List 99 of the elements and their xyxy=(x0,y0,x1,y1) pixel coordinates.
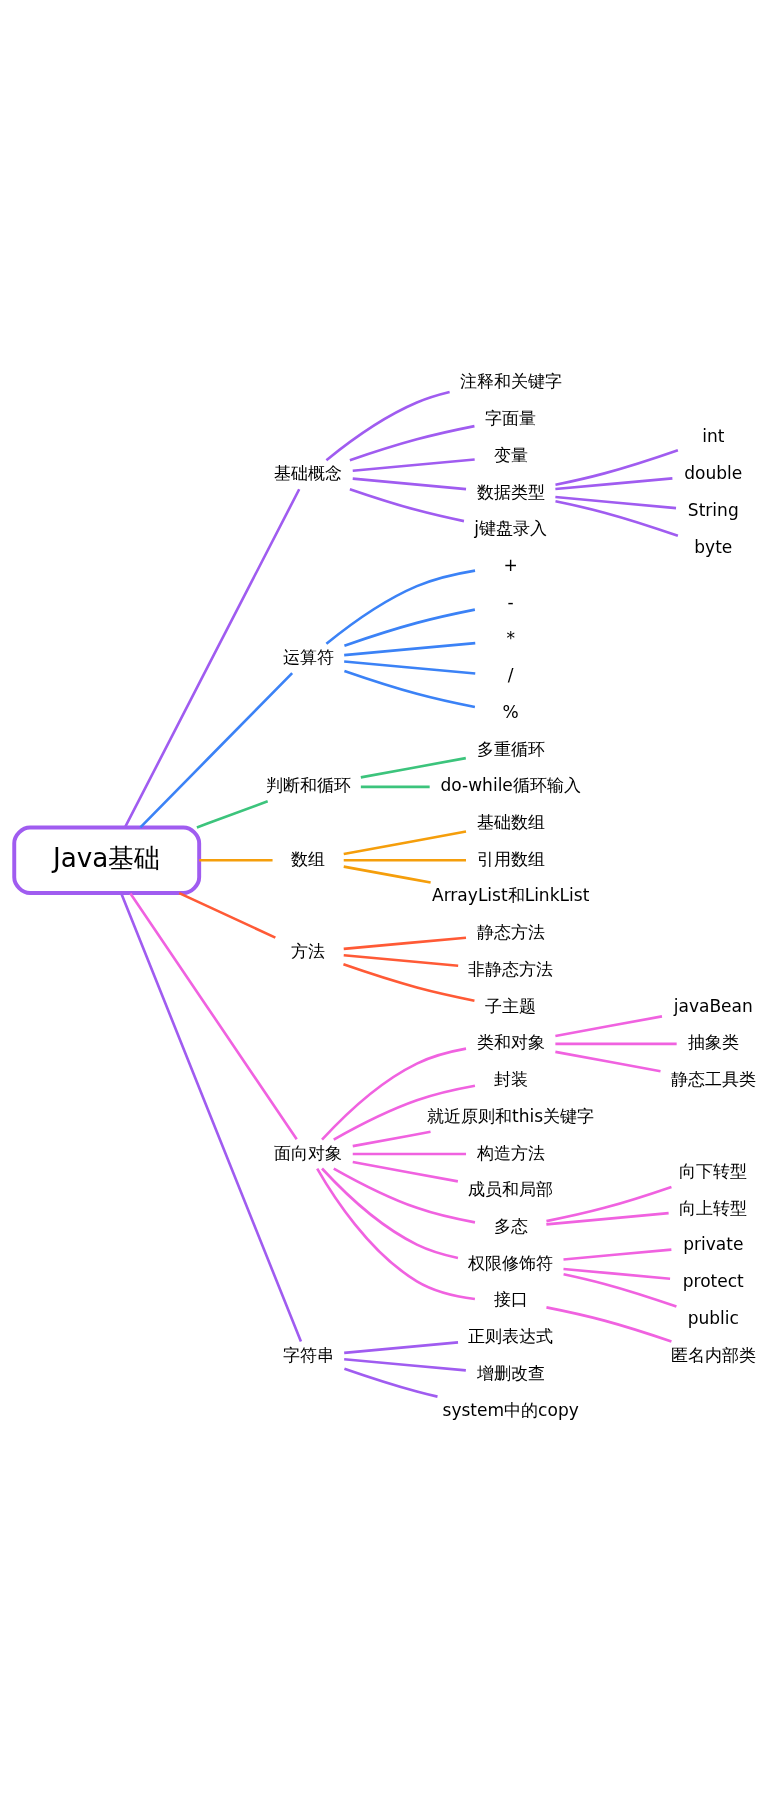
node-text: 就近原则和this关键字 xyxy=(426,1105,594,1126)
node-text: private xyxy=(682,1233,743,1254)
node-text: 权限修饰符 xyxy=(467,1252,553,1273)
connector xyxy=(348,487,464,522)
node-text: 注释和关键字 xyxy=(459,370,562,391)
connector xyxy=(554,495,676,509)
node-text: 数组 xyxy=(290,848,325,869)
node-text: int xyxy=(701,425,724,446)
node-text: 多重循环 xyxy=(476,738,545,759)
connector xyxy=(325,390,450,461)
node-text: 正则表达式 xyxy=(467,1325,553,1346)
node-text: byte xyxy=(693,536,732,557)
node-text: 封装 xyxy=(493,1068,528,1089)
node-text: % xyxy=(502,701,519,722)
connector xyxy=(343,858,466,862)
connector xyxy=(562,1247,671,1261)
node-text: 抽象类 xyxy=(687,1031,739,1052)
connector xyxy=(343,607,475,647)
node-text: 匿名内部类 xyxy=(670,1344,756,1364)
node-text: 引用数组 xyxy=(476,848,545,869)
connector xyxy=(352,457,475,472)
node-text: / xyxy=(507,664,514,685)
connector xyxy=(320,1046,466,1141)
node-text: 接口 xyxy=(493,1288,528,1309)
connector xyxy=(343,864,431,884)
connector xyxy=(343,829,466,855)
connector xyxy=(138,671,293,828)
connector xyxy=(554,1042,677,1045)
connector xyxy=(343,641,475,656)
connector xyxy=(352,476,466,490)
connector xyxy=(360,756,466,779)
connector xyxy=(562,1272,677,1308)
node-text: 面向对象 xyxy=(273,1142,342,1163)
connector xyxy=(352,1152,466,1155)
node-text: * xyxy=(505,627,515,648)
connector xyxy=(128,892,298,1140)
node-text: 方法 xyxy=(290,940,325,961)
connector xyxy=(325,568,475,645)
connector xyxy=(562,1267,670,1280)
connector xyxy=(343,935,466,950)
node-text: 向下转型 xyxy=(678,1160,747,1181)
node-text: 增删改查 xyxy=(476,1362,545,1383)
node-text: 基础数组 xyxy=(476,811,545,832)
node-text: 向上转型 xyxy=(678,1197,747,1218)
node-text: javaBean xyxy=(673,995,753,1016)
node-text: 运算符 xyxy=(282,646,334,667)
node-text: 类和对象 xyxy=(476,1031,545,1052)
connector xyxy=(119,892,302,1342)
node-text: j键盘录入 xyxy=(473,517,547,538)
node-text: system中的copy xyxy=(442,1399,579,1420)
node-text: 静态方法 xyxy=(476,921,545,942)
connector xyxy=(545,1305,672,1343)
connector xyxy=(545,1185,672,1222)
connector xyxy=(554,1050,661,1072)
connector xyxy=(198,858,273,862)
node-text: 基础概念 xyxy=(273,462,342,483)
connector xyxy=(342,962,475,1002)
node-text: do-while循环输入 xyxy=(439,774,581,795)
connector xyxy=(332,1166,475,1224)
connector xyxy=(360,785,430,788)
connector xyxy=(545,1211,669,1226)
node-text: protect xyxy=(682,1270,744,1291)
connector xyxy=(348,424,475,461)
node-text: - xyxy=(507,591,514,612)
node-text: 非静态方法 xyxy=(467,958,553,979)
node-text: 静态工具类 xyxy=(670,1068,756,1089)
connector xyxy=(343,1357,466,1372)
node-box: Java基础 xyxy=(11,825,201,895)
connector xyxy=(554,1014,662,1037)
node-text: 字面量 xyxy=(484,407,536,428)
connector xyxy=(343,1366,438,1398)
connector xyxy=(195,799,268,829)
node-text: 构造方法 xyxy=(476,1142,545,1163)
node-text: 判断和循环 xyxy=(265,774,351,795)
node-text: 字符串 xyxy=(282,1344,334,1364)
node-text: 变量 xyxy=(493,444,528,465)
connector xyxy=(343,953,458,967)
connector xyxy=(320,1167,458,1259)
connector xyxy=(315,1167,475,1300)
node-text: 数据类型 xyxy=(476,481,545,502)
node-text: + xyxy=(503,554,518,575)
connector xyxy=(554,476,673,490)
connector xyxy=(343,669,475,708)
connector xyxy=(332,1084,475,1141)
node-text: String xyxy=(687,499,739,520)
node-text: double xyxy=(683,462,742,483)
connector xyxy=(352,1160,458,1183)
node-text: public xyxy=(687,1307,739,1328)
node-text: 成员和局部 xyxy=(467,1178,553,1199)
node-text: 多态 xyxy=(493,1215,528,1236)
connector xyxy=(343,1340,458,1354)
connector xyxy=(554,448,678,486)
connector xyxy=(554,499,678,537)
connector xyxy=(123,488,300,828)
connector xyxy=(352,1130,431,1147)
node-text: 子主题 xyxy=(484,995,536,1016)
connector xyxy=(343,659,475,675)
node-text: ArrayList和LinkList xyxy=(431,884,589,905)
connector xyxy=(178,891,276,939)
